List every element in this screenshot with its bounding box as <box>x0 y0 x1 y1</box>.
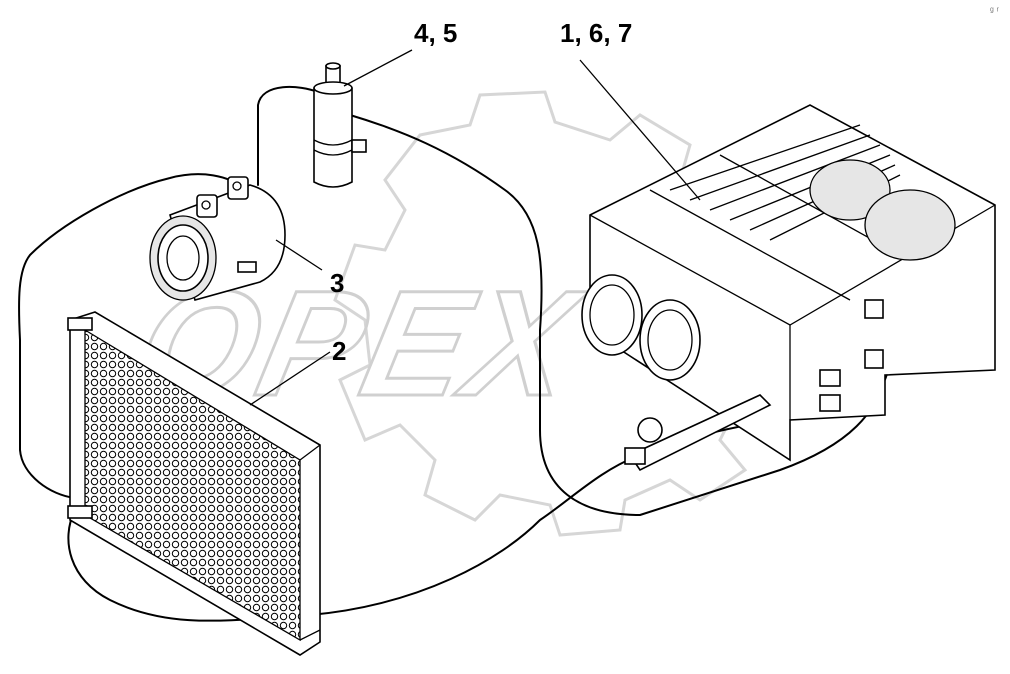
leader-3 <box>275 239 323 271</box>
hose-receiver-to-compressor <box>257 85 319 186</box>
hose-compressor-to-condenser <box>18 173 246 499</box>
corner-mark: ᵍ ʳ <box>990 6 1000 17</box>
leader-4-5 <box>343 49 413 87</box>
callout-4-5: 4, 5 <box>414 18 457 48</box>
compressor <box>149 176 286 301</box>
callout-3: 3 <box>330 268 344 298</box>
hose-receiver-to-evaporator <box>349 114 884 516</box>
watermark-gear <box>333 90 792 537</box>
callout-2: 2 <box>332 336 346 366</box>
leader-2 <box>249 351 331 406</box>
callout-1-6-7: 1, 6, 7 <box>560 18 632 48</box>
callout-labels: 4, 5 1, 6, 7 3 2 <box>330 18 632 366</box>
leader-lines <box>249 49 701 406</box>
evaporator-unit <box>581 104 996 472</box>
receiver-drier <box>313 62 367 188</box>
condenser <box>67 311 321 656</box>
leader-1-6-7 <box>579 59 701 201</box>
